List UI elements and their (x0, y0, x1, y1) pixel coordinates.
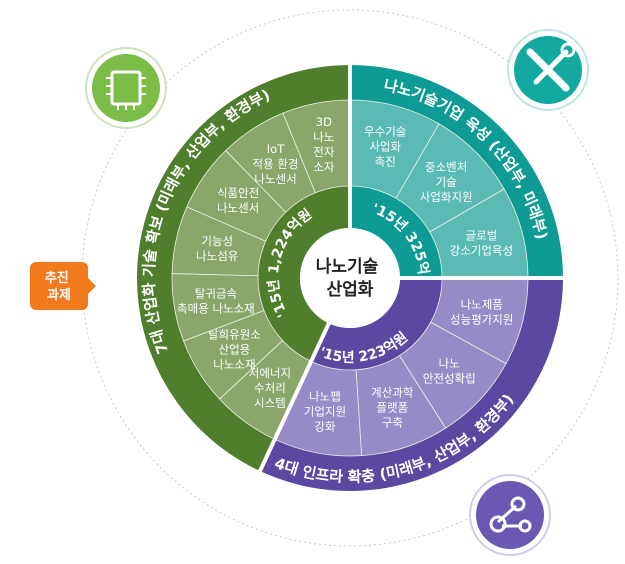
tag-label: 추진 과제 (45, 270, 73, 303)
tools-icon (507, 29, 589, 111)
center-circle (300, 228, 400, 328)
sector-divider (257, 322, 331, 473)
center-title: 나노기술 산업화 (316, 257, 384, 300)
chip-icon (85, 47, 167, 129)
tag-badge: 추진 과제 (30, 262, 96, 310)
network-icon (469, 474, 551, 556)
